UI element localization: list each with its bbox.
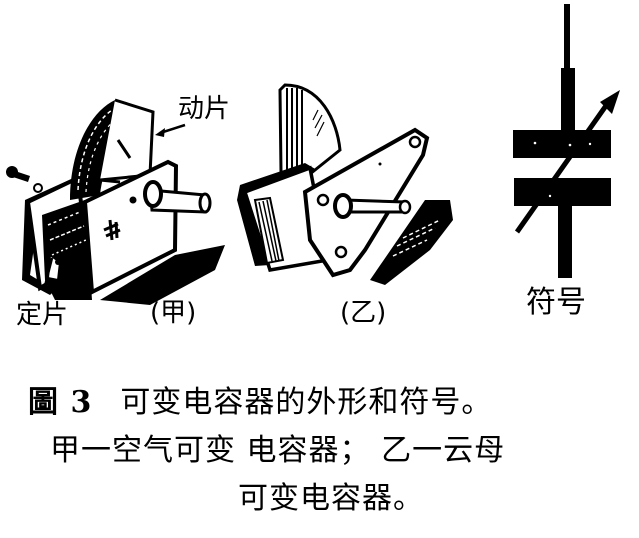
caption-title: 可变电容器的外形和符号。 — [120, 385, 493, 420]
variable-capacitor-symbol-icon — [513, 4, 620, 278]
caption-line-3: 可变电容器。 — [238, 481, 424, 516]
panel-symbol: 符号 — [490, 0, 639, 340]
panel-jia-label: (甲) — [150, 298, 197, 328]
caption-line-2: 甲一空气可变 电容器； 乙一云母 — [50, 433, 506, 468]
figure-number: 圖 3 — [28, 385, 93, 420]
panel-mica-variable-capacitor: (乙) — [225, 60, 465, 340]
caption-line-1: 圖 3 可变电容器的外形和符号。 — [28, 388, 492, 418]
air-capacitor-illustration — [6, 98, 225, 305]
fixed-plate-label: 定片 — [16, 300, 69, 330]
mica-capacitor-illustration — [237, 83, 453, 285]
panel-yi-label: (乙) — [340, 298, 387, 328]
moving-plate-label: 动片 — [178, 94, 231, 124]
figure-caption: 圖 3 可变电容器的外形和符号。 甲一空气可变 电容器； 乙一云母 可变电容器。 — [0, 380, 639, 538]
symbol-label: 符号 — [526, 285, 586, 320]
panel-air-variable-capacitor: 动片 定片 (甲) — [0, 0, 240, 340]
